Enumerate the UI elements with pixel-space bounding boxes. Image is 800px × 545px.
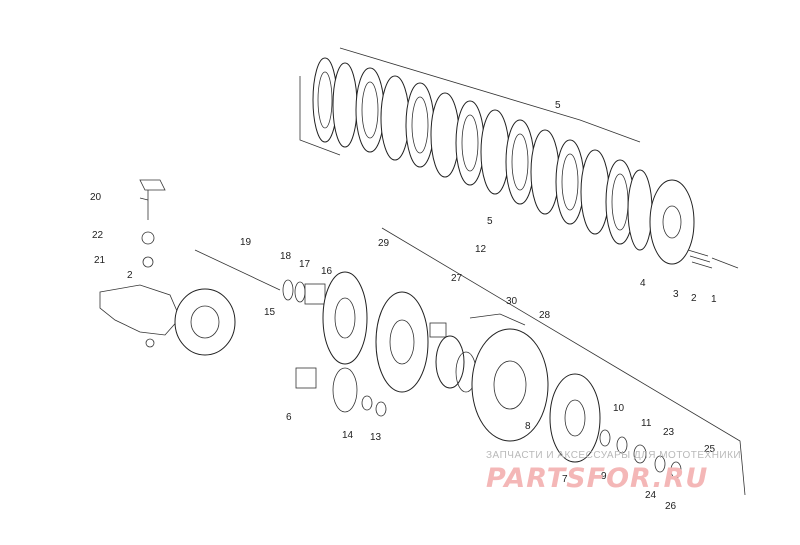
watermark-logo: PARTSFOR.RU bbox=[486, 463, 709, 494]
callout-26: 26 bbox=[665, 501, 677, 512]
callout-24: 24 bbox=[645, 490, 657, 501]
callout-19: 19 bbox=[240, 237, 252, 248]
callout-labels: 1 2 3 4 5 5 6 7 8 9 10 11 12 13 14 15 16… bbox=[90, 100, 717, 512]
crankcase-bracket bbox=[99, 284, 181, 348]
callout-17: 17 bbox=[299, 259, 311, 270]
push-rod bbox=[194, 249, 281, 291]
callout-30: 30 bbox=[506, 296, 518, 307]
callout-20: 20 bbox=[90, 192, 102, 203]
callout-8: 8 bbox=[525, 421, 531, 432]
callout-25: 25 bbox=[704, 444, 716, 455]
release-lever bbox=[139, 179, 166, 268]
callout-9: 9 bbox=[601, 471, 607, 482]
callout-4: 4 bbox=[640, 278, 646, 289]
friction-disc bbox=[322, 271, 368, 365]
hub-fasteners bbox=[599, 429, 682, 479]
callout-16: 16 bbox=[321, 266, 333, 277]
callout-10: 10 bbox=[613, 403, 625, 414]
callout-23: 23 bbox=[663, 427, 675, 438]
callout-18: 18 bbox=[280, 251, 292, 262]
drive-gear bbox=[295, 367, 387, 417]
callout-22: 22 bbox=[92, 230, 104, 241]
watermark-tagline: ЗАПЧАСТИ И АКСЕССУАРЫ ДЛЯ МОТОТЕХНИКИ bbox=[486, 450, 742, 461]
clutch-basket bbox=[471, 328, 549, 442]
primary-cover bbox=[174, 288, 236, 356]
callout-5-bottom: 5 bbox=[487, 216, 493, 227]
clutch-hub bbox=[549, 373, 601, 463]
callout-11: 11 bbox=[641, 418, 652, 429]
callout-15: 15 bbox=[264, 307, 276, 318]
callout-2: 2 bbox=[691, 293, 697, 304]
callout-7: 7 bbox=[562, 474, 568, 485]
clutch-plate-stack bbox=[312, 57, 653, 251]
callout-21: 21 bbox=[94, 255, 106, 266]
springs-and-bolts bbox=[687, 249, 739, 269]
pressure-plate bbox=[649, 179, 695, 265]
callout-14: 14 bbox=[342, 430, 354, 441]
group-brackets bbox=[139, 47, 746, 496]
callout-27: 27 bbox=[451, 273, 463, 284]
primary-driven-gear bbox=[375, 291, 429, 393]
callout-12: 12 bbox=[475, 244, 487, 255]
callout-5-top: 5 bbox=[555, 100, 561, 111]
callout-28: 28 bbox=[539, 310, 551, 321]
callout-29: 29 bbox=[378, 238, 390, 249]
inner-gear bbox=[435, 335, 477, 393]
callout-3: 3 bbox=[673, 289, 679, 300]
collar bbox=[429, 322, 447, 338]
callout-13: 13 bbox=[370, 432, 382, 443]
callout-1: 1 bbox=[711, 294, 717, 305]
bearing-assembly bbox=[282, 279, 326, 305]
callout-6: 6 bbox=[286, 412, 292, 423]
callout-2-bracket: 2 bbox=[127, 270, 133, 281]
